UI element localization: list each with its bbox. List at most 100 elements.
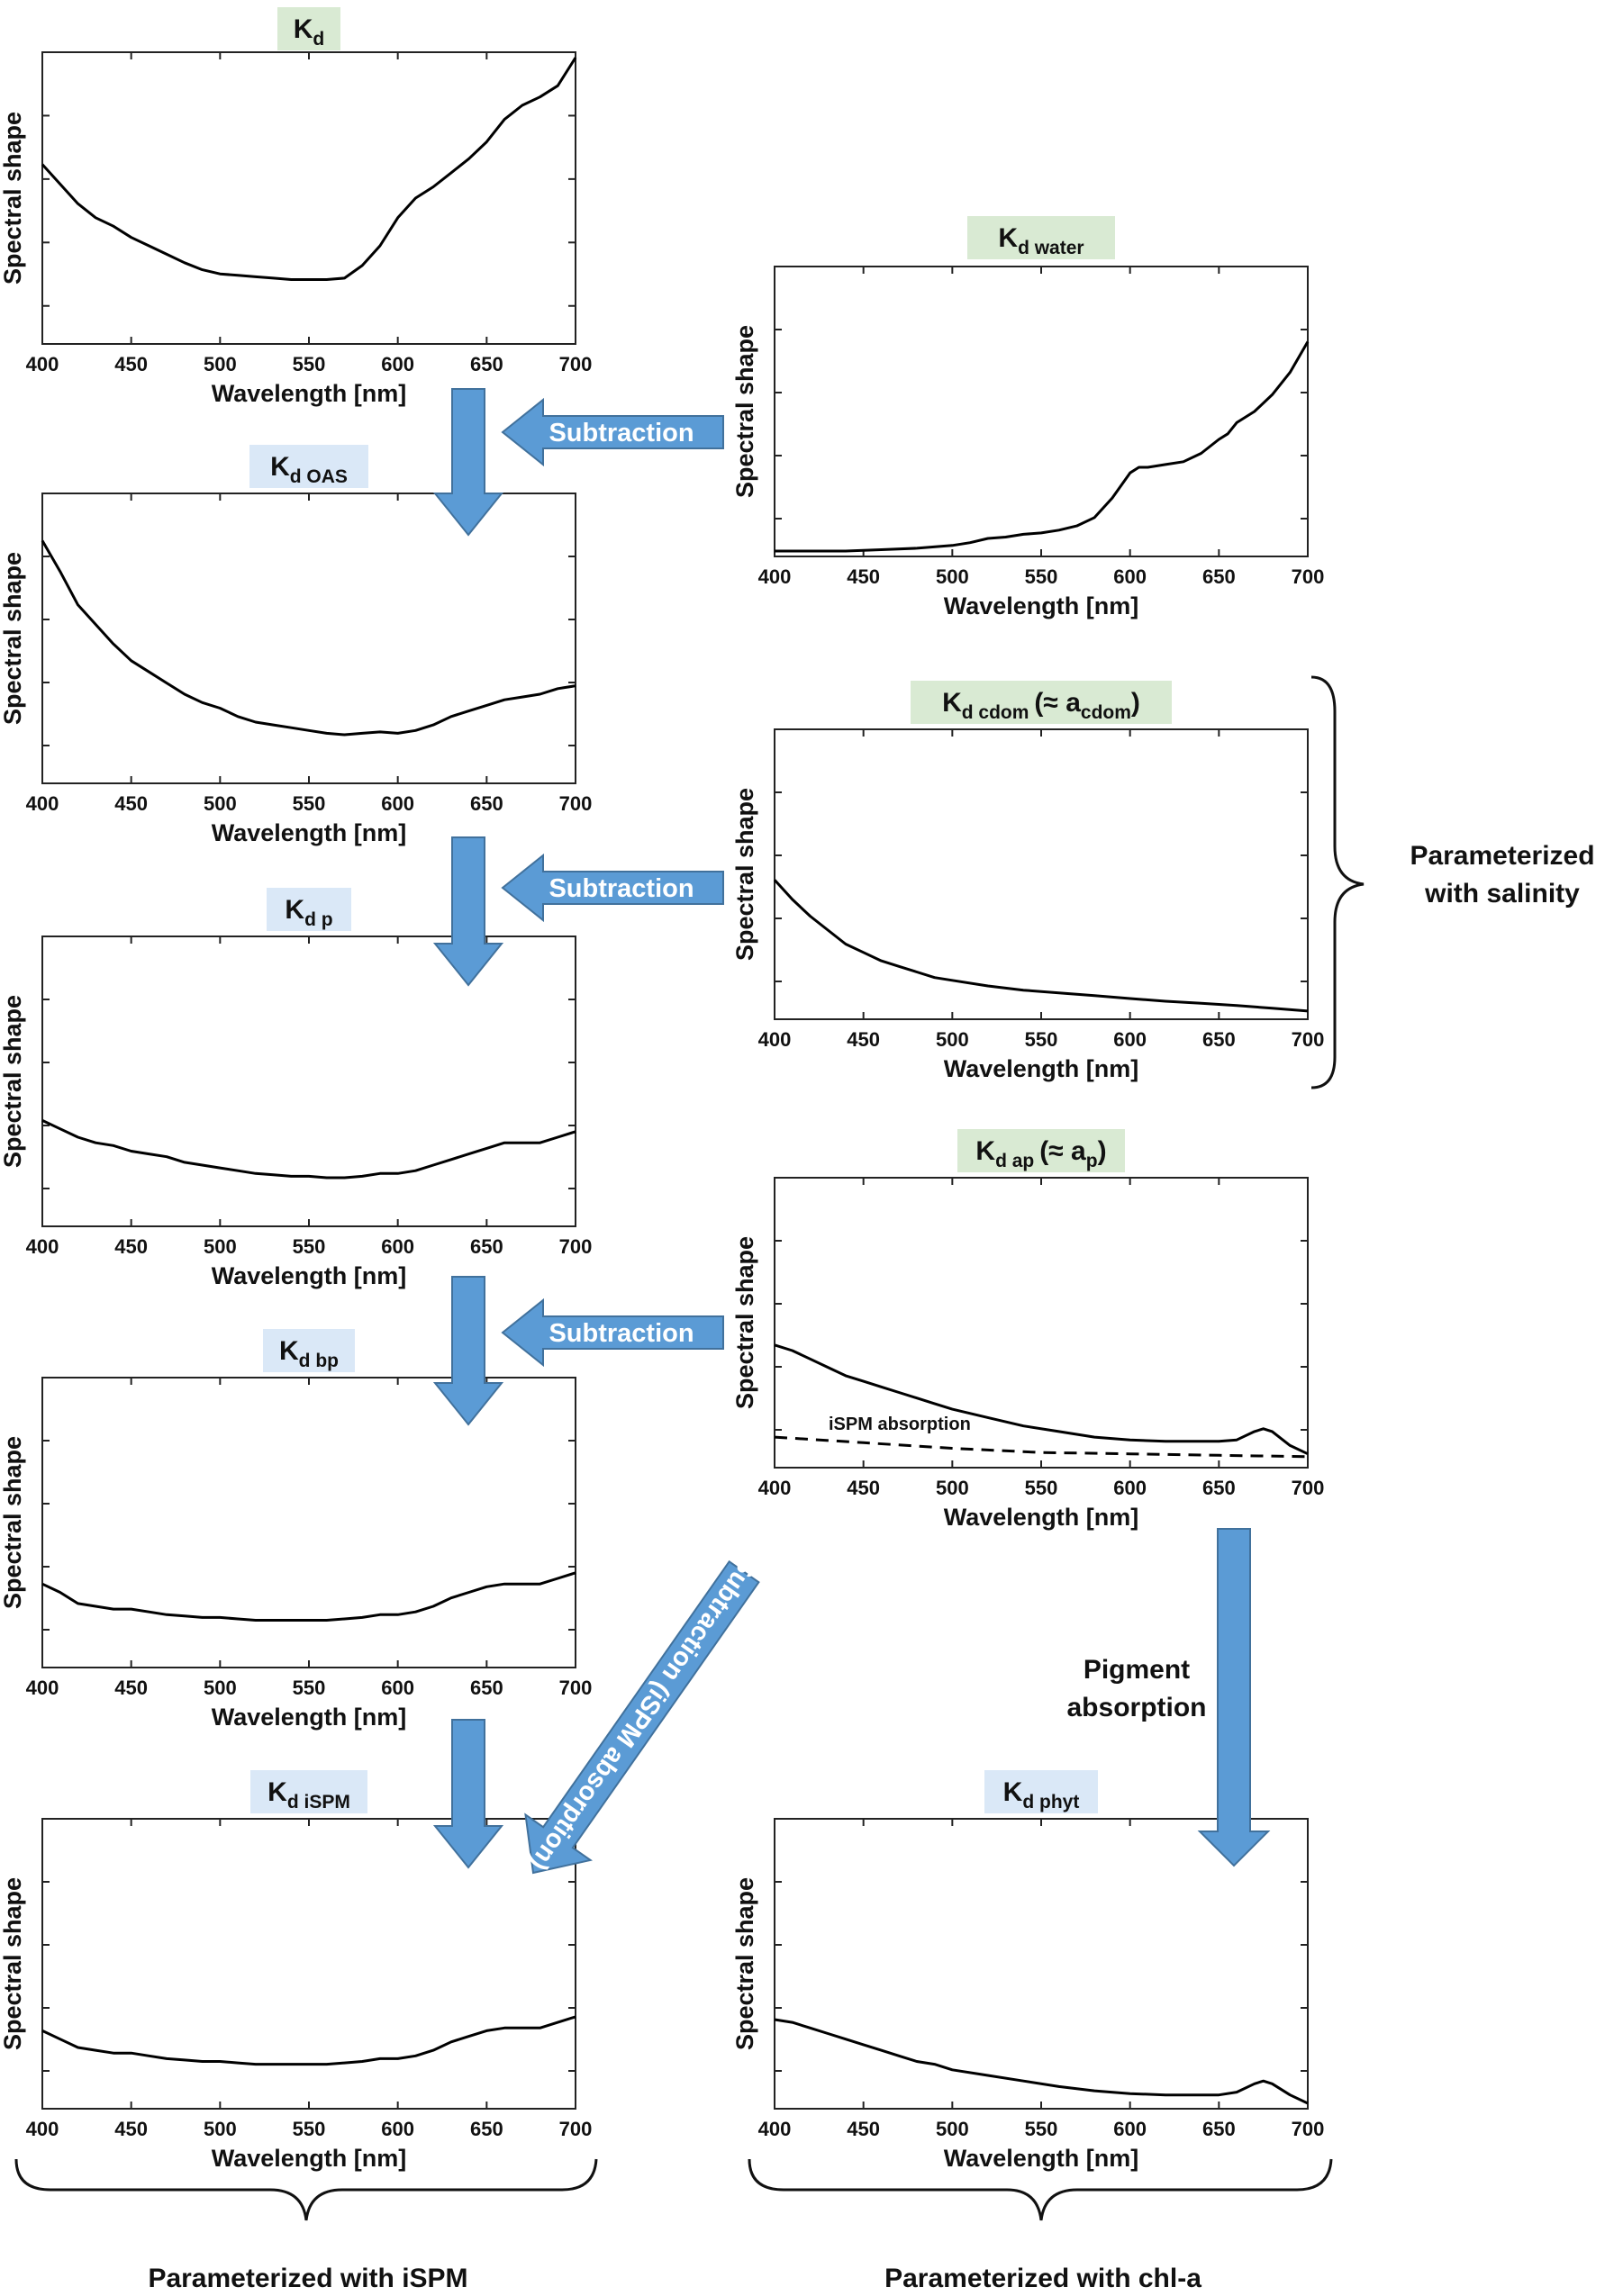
subtraction-arrow-2: Subtraction [501,853,724,923]
x-tick-label: 500 [936,1028,969,1051]
x-tick-label: 400 [758,2118,792,2140]
title-sub: d iSPM [287,1792,350,1812]
y-axis-label: Spectral shape [731,1877,758,2050]
x-tick-label: 550 [1025,565,1058,588]
plot-area [41,1818,576,2110]
x-tick-label: 500 [936,1477,969,1499]
title-extra-sub: cdom [1081,702,1131,723]
x-tick-label: 700 [559,1235,593,1258]
x-axis-label: Wavelength [nm] [212,380,407,407]
title-close: ) [1098,1136,1107,1166]
plot-area [774,1818,1309,2110]
title-tag [249,445,368,488]
title-tag [263,1329,355,1372]
x-tick-label: 650 [1202,1028,1236,1051]
panel-title: Kd bp [279,1336,339,1371]
title-tag [967,216,1115,259]
x-tick-label: 400 [758,565,792,588]
x-tick-label: 450 [847,565,880,588]
x-tick-label: 700 [1292,565,1325,588]
plot-area [41,936,576,1227]
ispm-absorption-annotation: iSPM absorption [829,1415,971,1434]
x-tick-label: 650 [470,1235,503,1258]
y-axis-label: Spectral shape [0,1877,26,2050]
x-tick-label: 550 [293,792,326,815]
x-tick-label: 500 [204,2118,237,2140]
title-close: ) [1131,688,1140,718]
panel-title: Kd OAS [270,452,348,487]
spectral-curve [774,2018,1309,2105]
x-tick-label: 550 [293,353,326,375]
plot-area [41,51,576,345]
x-tick-label: 550 [293,2118,326,2140]
x-axis-label: Wavelength [nm] [212,819,407,846]
x-axis-label: Wavelength [nm] [212,1262,407,1289]
x-tick-label: 600 [381,792,414,815]
x-tick-label: 600 [1113,1028,1147,1051]
x-tick-label: 450 [114,353,148,375]
title-main: K [285,895,304,925]
title-sub: d OAS [290,466,348,487]
ispm-note: Parameterized with iSPM [148,2264,467,2293]
plot-area [41,1377,576,1668]
subtraction-label-2: Subtraction [549,874,694,903]
x-tick-label: 550 [1025,1477,1058,1499]
title-tag [957,1129,1125,1172]
x-tick-label: 500 [936,565,969,588]
x-tick-label: 450 [847,1477,880,1499]
title-main: K [279,1336,299,1366]
title-sub: d cdom [962,702,1029,723]
spectral-curve [41,57,577,281]
y-axis-label: Spectral shape [0,1436,26,1609]
pigment-label-2: absorption [1067,1693,1207,1722]
x-axis-label: Wavelength [nm] [212,1704,407,1731]
panel-title: Kd p [285,895,332,930]
spectral-curve [41,1119,576,1180]
x-tick-label: 650 [470,353,503,375]
x-tick-label: 450 [847,1028,880,1051]
title-tag [984,1770,1098,1813]
x-tick-label: 650 [470,1677,503,1699]
x-tick-label: 600 [381,1235,414,1258]
plot-area [774,728,1309,1020]
plot-area [41,493,576,784]
title-tag [250,1770,367,1813]
down-arrow-3 [432,1276,504,1426]
x-tick-label: 500 [936,2118,969,2140]
x-tick-label: 700 [559,792,593,815]
spectral-curve [775,340,1310,553]
x-tick-label: 700 [1292,1477,1325,1499]
x-tick-label: 650 [470,792,503,815]
title-main: K [942,688,962,718]
panel-title: Kd iSPM [267,1777,350,1812]
panel-title: Kd phyt [1003,1777,1080,1812]
x-tick-label: 550 [293,1235,326,1258]
spectral-curve [41,539,576,737]
title-main: K [267,1777,287,1807]
x-tick-label: 650 [1202,1477,1236,1499]
ispm-absorption-curve [774,1435,1309,1459]
x-tick-label: 550 [1025,1028,1058,1051]
spectral-curve [774,1343,1309,1456]
x-axis-label: Wavelength [nm] [944,1504,1139,1531]
title-tag [267,888,351,931]
y-axis-label: Spectral shape [0,995,26,1168]
x-tick-label: 500 [204,353,237,375]
x-tick-label: 600 [1113,2118,1147,2140]
x-tick-label: 450 [847,2118,880,2140]
chla-brace [748,2158,1333,2221]
panel-title: Kd [294,14,325,50]
title-main: K [270,452,290,482]
x-tick-label: 450 [114,2118,148,2140]
panel-title: Kd water [998,223,1084,258]
title-sub: d water [1018,238,1084,258]
x-tick-label: 400 [26,353,59,375]
x-tick-label: 500 [204,1677,237,1699]
salinity-note-2: with salinity [1424,879,1580,908]
